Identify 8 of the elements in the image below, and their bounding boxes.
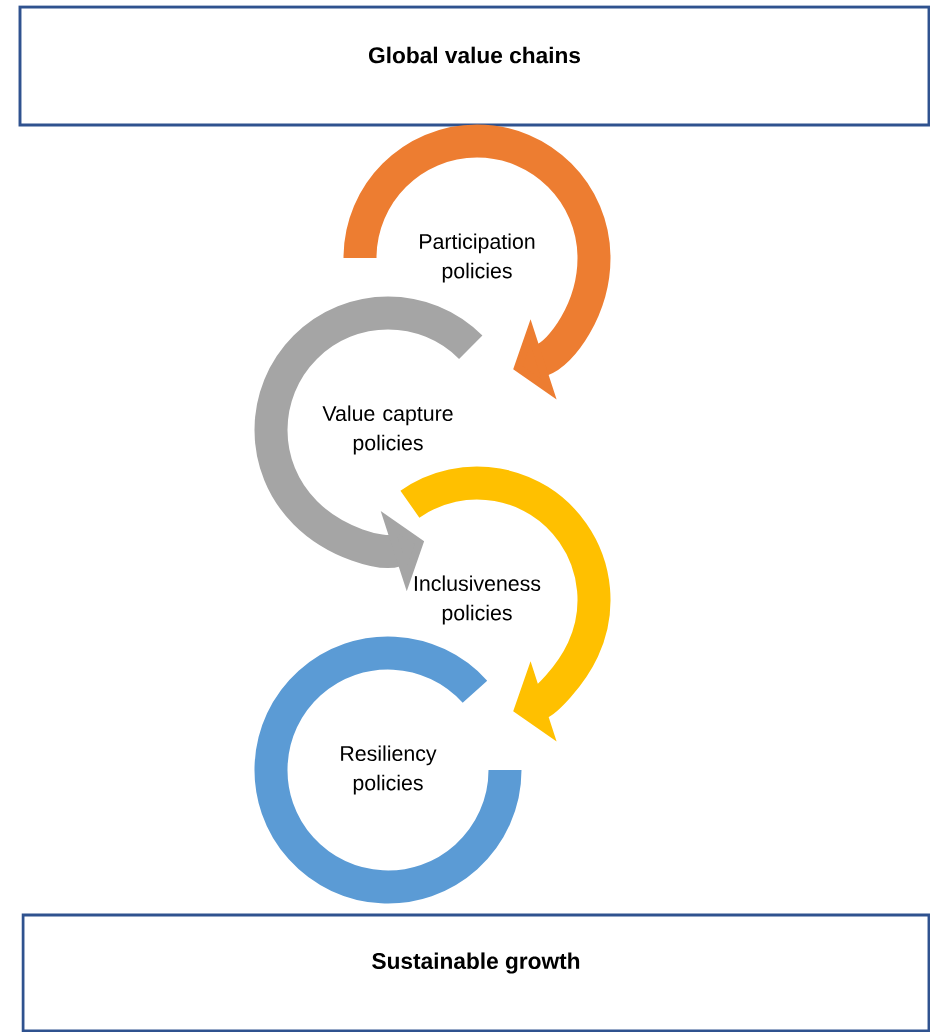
node-label: Participation policies (420, 233, 535, 283)
title-box: Sustainable growth (21, 913, 930, 1032)
title-box: Global value chains (18, 5, 930, 127)
circular-band: Inclusiveness policies (401, 466, 611, 742)
circular-band: Participation policies (343, 124, 611, 400)
node-label: Inclusiveness policies (414, 575, 541, 625)
node-label: Value capture policies (322, 405, 453, 455)
circular-band: Resiliency policies (254, 636, 522, 904)
